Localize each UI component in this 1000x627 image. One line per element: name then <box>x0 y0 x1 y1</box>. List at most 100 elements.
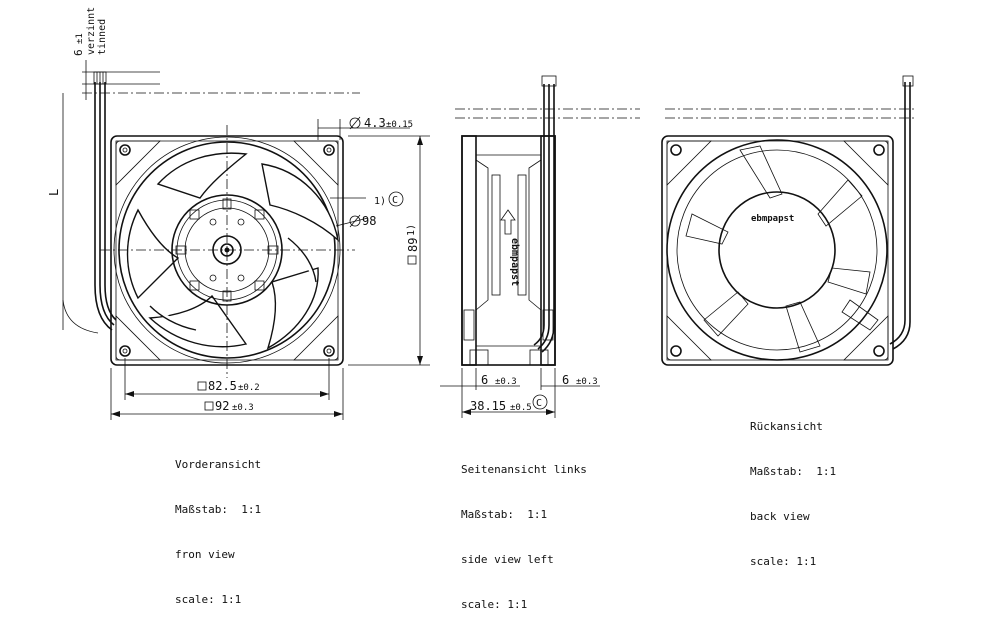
side-strut <box>491 174 501 296</box>
caption-line: fron view <box>175 548 235 561</box>
diameter-symbol <box>349 117 361 129</box>
dim-diameter-circle: C <box>392 195 398 206</box>
front-corner-bl <box>115 315 161 361</box>
dim-L: L <box>47 189 61 196</box>
side-cable <box>533 84 545 346</box>
side-label: ebmpapst <box>509 238 520 286</box>
front-hole-br <box>323 345 335 357</box>
back-strut <box>739 145 783 199</box>
front-cable-2 <box>99 82 115 326</box>
back-venturi <box>666 139 888 361</box>
arrow <box>417 136 423 145</box>
side-view-caption: Seitenansicht links Maßstab: 1:1 side vi… <box>461 432 587 627</box>
front-blades <box>126 152 340 350</box>
hub-slot <box>254 209 265 220</box>
back-venturi-inner <box>676 149 878 351</box>
front-cable-3 <box>104 82 117 321</box>
side-wire-ends <box>541 75 557 87</box>
dim-hole-tol: ±0.15 <box>386 120 413 130</box>
side-flange-left <box>461 135 477 366</box>
back-cable <box>889 82 906 345</box>
front-view-caption: Vorderansicht Maßstab: 1:1 fron view sca… <box>175 427 261 622</box>
dim-diameter-circle-mark <box>388 191 404 207</box>
dim-flange-left-tol: ±0.3 <box>495 377 517 387</box>
dim-L-curve <box>62 299 99 334</box>
front-blade-edge <box>149 305 197 331</box>
front-hole-bl-center <box>122 348 128 354</box>
dim-hole-label: 4.3 ±0.15 <box>349 116 413 130</box>
wire-note-en: tinned <box>97 19 108 55</box>
dim-diameter-leader <box>335 217 369 227</box>
arrow <box>417 356 423 365</box>
dim-width-label: 92 ±0.3 <box>204 399 254 413</box>
dim-depth-tol: ±0.5 <box>510 403 532 413</box>
back-corner <box>666 140 712 186</box>
caption-line: Seitenansicht links <box>461 463 587 476</box>
front-blade <box>126 208 180 300</box>
hub-slot <box>189 280 200 291</box>
back-frame-outer <box>661 135 894 366</box>
caption-line: scale: 1:1 <box>750 555 817 568</box>
hub-rivet <box>209 218 217 226</box>
square-symbol <box>204 401 214 411</box>
side-strut <box>517 174 527 296</box>
back-hole-tr <box>873 144 885 156</box>
front-hole-tr-center <box>326 147 332 153</box>
front-corner-tr <box>293 140 339 186</box>
side-foot <box>529 349 549 366</box>
dim-height: 89 <box>406 238 420 252</box>
hub-slot <box>189 209 200 220</box>
arrow <box>111 411 120 417</box>
caption-line: Rückansicht <box>750 420 823 433</box>
back-wire-ends <box>902 75 914 87</box>
dim-depth-circle-mark <box>532 394 548 410</box>
hub-rivet <box>237 274 245 282</box>
front-hole-bl <box>119 345 131 357</box>
dim-depth: 38.15 <box>470 399 506 413</box>
dim-height-note: 1) <box>406 224 417 236</box>
front-blade <box>156 152 248 199</box>
side-foot <box>469 349 489 366</box>
dim-flange-right-tol: ±0.3 <box>576 377 598 387</box>
dim-height-label: 89 1) <box>406 224 420 265</box>
caption-line: side view left <box>461 553 554 566</box>
drawing-canvas: 6 ±1 verzinnt tinned L 4.3 ±0.15 98 1) C… <box>47 7 915 420</box>
dim-width: 92 <box>215 399 229 413</box>
side-venturi <box>528 159 542 311</box>
diameter-slash <box>349 214 361 228</box>
dim-flange-left: 6 <box>481 373 488 387</box>
side-cable-2 <box>537 84 550 350</box>
caption-line: Maßstab: 1:1 <box>750 465 837 478</box>
dim-wire-length: 6 <box>72 49 85 56</box>
front-hole-tr <box>323 144 335 156</box>
dim-flange-right: 6 <box>562 373 569 387</box>
dim-wire-length-tol: ±1 <box>75 33 85 44</box>
back-strut <box>785 301 821 353</box>
caption-line: Maßstab: 1:1 <box>175 503 262 516</box>
square-symbol <box>197 381 207 391</box>
back-view: ebmpapst <box>661 75 915 366</box>
dim-diameter: 98 <box>362 214 376 228</box>
caption-line: scale: 1:1 <box>175 593 242 606</box>
arrow <box>546 409 555 415</box>
front-blade <box>261 163 340 242</box>
caption-line: Maßstab: 1:1 <box>461 508 548 521</box>
back-corner <box>843 140 889 186</box>
side-tab <box>542 309 554 341</box>
arrow <box>334 411 343 417</box>
side-tab <box>463 309 475 341</box>
back-struts <box>685 145 879 353</box>
dim-hole-spacing-tol: ±0.2 <box>238 383 260 393</box>
back-motor-housing <box>718 191 836 309</box>
diameter-slash <box>349 116 361 130</box>
back-hole-bl <box>670 345 682 357</box>
caption-line: back view <box>750 510 810 523</box>
dim-spacing-label: 82.5 ±0.2 <box>197 379 260 393</box>
side-venturi <box>475 159 489 311</box>
arrow <box>125 391 134 397</box>
front-view: 6 ±1 verzinnt tinned L 4.3 ±0.15 98 1) C… <box>47 7 430 420</box>
side-view: ebmpapst 6 ±0.3 6 ±0.3 38.15 ±0.5 C <box>440 75 640 418</box>
front-blade-edge <box>287 237 317 283</box>
back-strut <box>827 267 871 295</box>
back-view-caption: Rückansicht Maßstab: 1:1 back view scale… <box>750 389 836 584</box>
